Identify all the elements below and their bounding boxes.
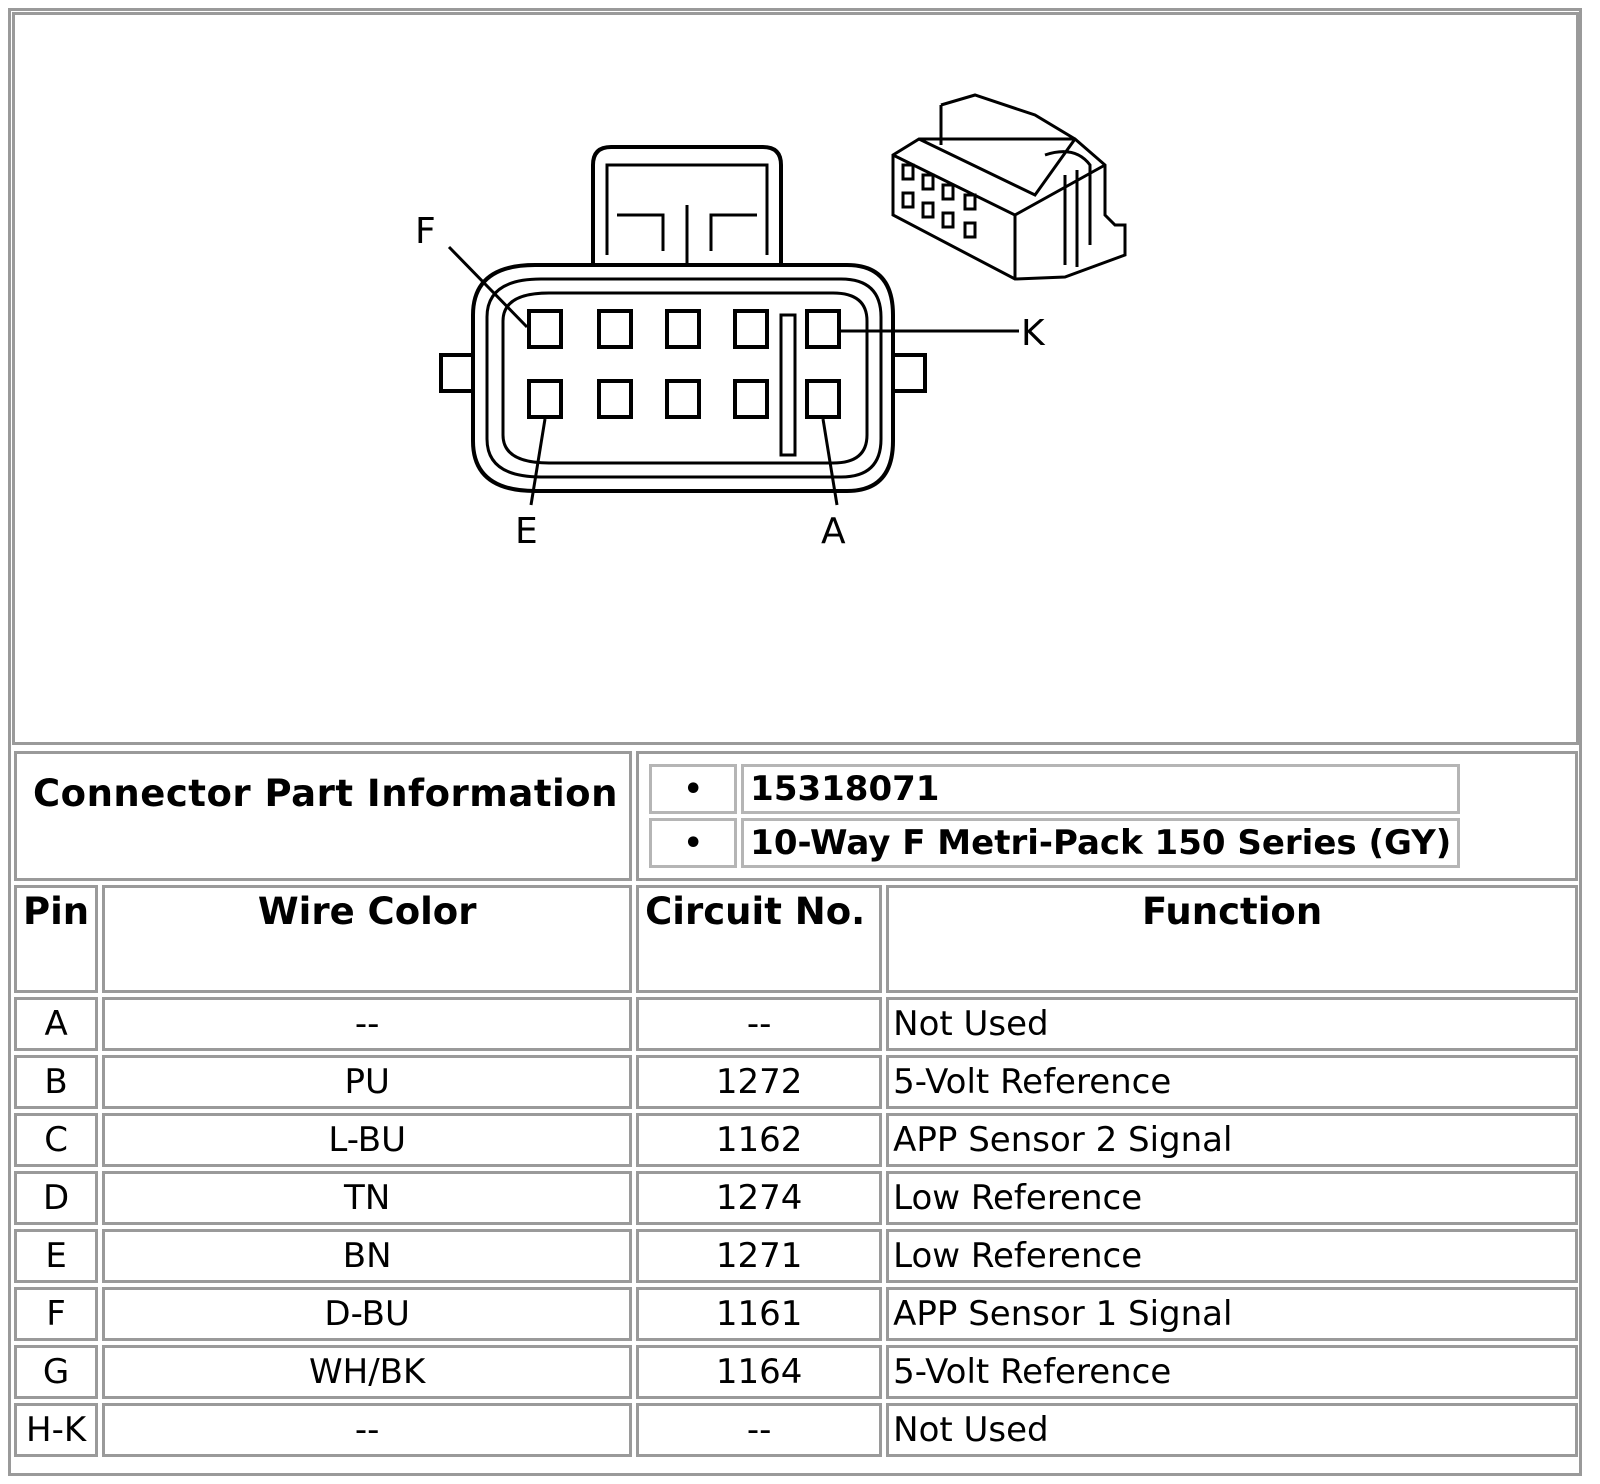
- cell-wire-color: WH/BK: [102, 1345, 633, 1399]
- cell-function: Low Reference: [886, 1229, 1578, 1283]
- bullet-icon: •: [649, 764, 738, 814]
- cell-pin: E: [14, 1229, 99, 1283]
- cell-circuit: --: [636, 997, 883, 1051]
- table-row: A -- -- Not Used: [14, 997, 1578, 1051]
- header-wire-color: Wire Color: [102, 885, 633, 993]
- header-circuit: Circuit No.: [636, 885, 883, 993]
- pin-label-k: K: [1021, 313, 1046, 354]
- table-row: H-K -- -- Not Used: [14, 1403, 1578, 1457]
- cell-function: Low Reference: [886, 1171, 1578, 1225]
- list-item: • 10-Way F Metri-Pack 150 Series (GY): [649, 818, 1461, 868]
- pin-cavities: [527, 309, 841, 419]
- cell-pin: A: [14, 997, 99, 1051]
- list-item: • 15318071: [649, 764, 1461, 814]
- cell-circuit: 1272: [636, 1055, 883, 1109]
- header-pin: Pin: [14, 885, 99, 993]
- cell-function: APP Sensor 2 Signal: [886, 1113, 1578, 1167]
- cell-function: 5-Volt Reference: [886, 1345, 1578, 1399]
- part-info-values: • 15318071 • 10-Way F Metri-Pack 150 Ser…: [636, 751, 1578, 881]
- cell-circuit: 1271: [636, 1229, 883, 1283]
- cell-function: Not Used: [886, 1403, 1578, 1457]
- cell-pin: D: [14, 1171, 99, 1225]
- cell-wire-color: PU: [102, 1055, 633, 1109]
- connector-description: 10-Way F Metri-Pack 150 Series (GY): [741, 818, 1461, 868]
- cell-wire-color: L-BU: [102, 1113, 633, 1167]
- table-row: G WH/BK 1164 5-Volt Reference: [14, 1345, 1578, 1399]
- cell-circuit: 1164: [636, 1345, 883, 1399]
- cell-function: 5-Volt Reference: [886, 1055, 1578, 1109]
- pin-label-e: E: [515, 511, 538, 552]
- table-header-row: Pin Wire Color Circuit No. Function: [14, 885, 1578, 993]
- cell-wire-color: BN: [102, 1229, 633, 1283]
- table-row: D TN 1274 Low Reference: [14, 1171, 1578, 1225]
- connector-diagram: F K E A: [12, 12, 1579, 745]
- table-row: E BN 1271 Low Reference: [14, 1229, 1578, 1283]
- cell-function: Not Used: [886, 997, 1578, 1051]
- cell-circuit: --: [636, 1403, 883, 1457]
- cell-circuit: 1274: [636, 1171, 883, 1225]
- cell-wire-color: TN: [102, 1171, 633, 1225]
- bullet-icon: •: [649, 818, 738, 868]
- connector-table: Connector Part Information • 15318071 • …: [10, 747, 1582, 1461]
- cell-circuit: 1162: [636, 1113, 883, 1167]
- table-row: C L-BU 1162 APP Sensor 2 Signal: [14, 1113, 1578, 1167]
- part-info-label: Connector Part Information: [14, 751, 633, 881]
- cell-circuit: 1161: [636, 1287, 883, 1341]
- part-info-list: • 15318071 • 10-Way F Metri-Pack 150 Ser…: [645, 760, 1464, 872]
- connector-3d-thumbnail: [891, 93, 1127, 281]
- table-row: B PU 1272 5-Volt Reference: [14, 1055, 1578, 1109]
- pin-label-f: F: [415, 211, 436, 252]
- cell-pin: G: [14, 1345, 99, 1399]
- page-frame: [8, 8, 1582, 1476]
- cell-function: APP Sensor 1 Signal: [886, 1287, 1578, 1341]
- cell-pin: F: [14, 1287, 99, 1341]
- table-row: F D-BU 1161 APP Sensor 1 Signal: [14, 1287, 1578, 1341]
- header-function: Function: [886, 885, 1578, 993]
- connector-face-drawing: F K E A: [415, 93, 1127, 552]
- part-info-row: Connector Part Information • 15318071 • …: [14, 751, 1578, 881]
- cell-pin: H-K: [14, 1403, 99, 1457]
- cell-pin: B: [14, 1055, 99, 1109]
- pin-label-a: A: [821, 511, 846, 552]
- part-number: 15318071: [741, 764, 1461, 814]
- cell-wire-color: --: [102, 1403, 633, 1457]
- cell-wire-color: D-BU: [102, 1287, 633, 1341]
- cell-wire-color: --: [102, 997, 633, 1051]
- cell-pin: C: [14, 1113, 99, 1167]
